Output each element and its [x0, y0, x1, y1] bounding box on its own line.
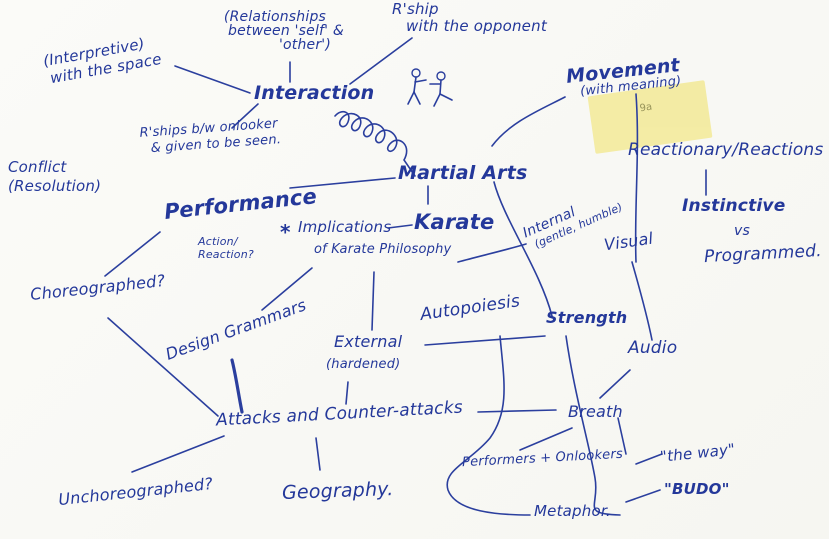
link-strength-metaphor-right — [565, 335, 621, 516]
node-action-reaction: Action/ Reaction? — [198, 235, 254, 261]
link-audio-breath — [599, 369, 631, 399]
link-implications-design — [261, 267, 313, 311]
node-rship-opponent: R'ship with the opponent — [392, 0, 547, 35]
link-breath-right — [617, 417, 627, 455]
link-implications-internal — [457, 243, 527, 263]
node-geography: Geography. — [281, 478, 394, 504]
link-attacks-unchoreographed — [131, 435, 225, 473]
node-karate: Karate — [414, 210, 495, 234]
link-external-strength — [424, 335, 546, 346]
link-movement-vertical — [634, 93, 639, 263]
node-metaphor: Metaphor. — [534, 502, 611, 520]
link-interaction-rship-opponent — [349, 37, 413, 85]
link-performance-choreographed — [104, 231, 161, 277]
link-external-attacks — [345, 381, 349, 405]
node-budo: "BUDO" — [664, 480, 730, 498]
link-movement-martial — [491, 96, 566, 147]
node-vs: vs — [734, 223, 750, 239]
link-design-attacks — [230, 358, 244, 414]
node-audio: Audio — [628, 338, 678, 358]
link-martial-strength — [493, 181, 553, 317]
node-reactionary: Reactionary/Reactions — [628, 140, 824, 160]
node-asterisk: * — [280, 220, 291, 244]
link-metaphor-budo — [625, 489, 661, 503]
node-martial-arts: Martial Arts — [398, 162, 528, 184]
link-implications-external — [371, 271, 375, 331]
link-attacks-geography — [315, 437, 321, 471]
node-conflict-resolution: Conflict (Resolution) — [8, 158, 102, 195]
node-implications: Implications of Karate Philosophy — [298, 218, 452, 257]
link-choreographed-attacks — [107, 317, 219, 417]
link-martial-performance — [289, 177, 396, 189]
link-strength-metaphor-left — [446, 335, 531, 516]
link-visual-audio — [631, 261, 653, 341]
fighting-figures-icon — [407, 68, 453, 107]
link-interaction-onlooker — [231, 103, 259, 129]
node-relationships-self-other: (Relationships between 'self' & 'other') — [223, 9, 344, 53]
link-performers-theway — [635, 453, 663, 465]
link-breath-performers — [519, 427, 573, 451]
node-strength: Strength — [546, 308, 628, 327]
node-instinctive: Instinctive — [682, 196, 786, 216]
link-implications-karate — [387, 224, 413, 229]
link-coil-interaction-martial — [334, 110, 416, 177]
node-interaction: Interaction — [254, 82, 375, 104]
link-attacks-breath — [477, 409, 557, 413]
node-external: External (hardened) — [326, 332, 403, 372]
link-interaction-space — [174, 65, 251, 94]
node-breath: Breath — [568, 402, 623, 421]
